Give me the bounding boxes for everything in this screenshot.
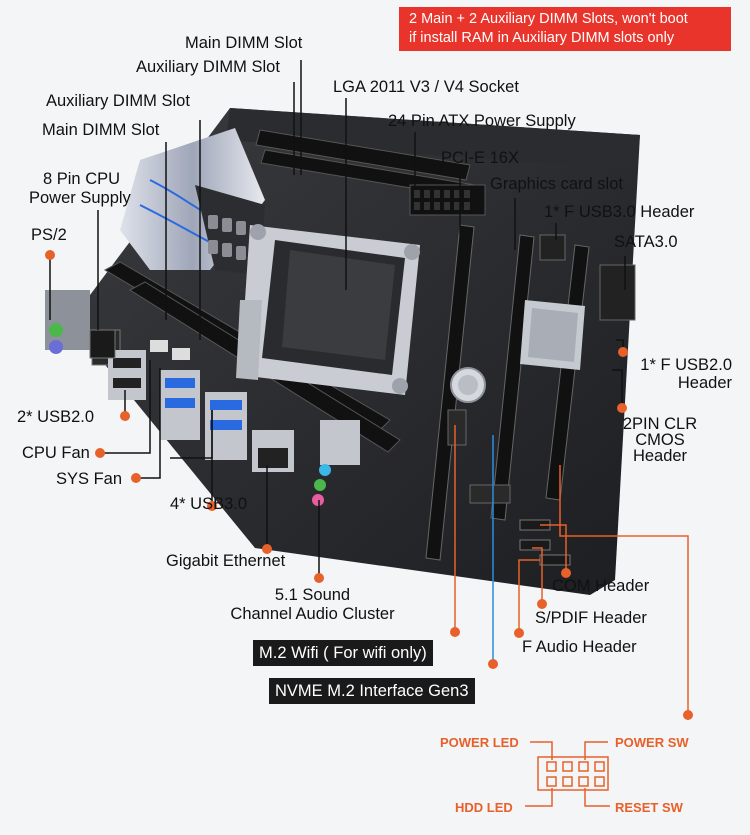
label-cpu-fan: CPU Fan — [22, 444, 90, 462]
sys-fan-header — [172, 348, 190, 360]
label-usb3: 4* USB3.0 — [170, 495, 248, 513]
m2-nvme-slot — [469, 484, 511, 504]
label-reset-sw: RESET SW — [615, 800, 683, 815]
cpu-power-connector — [89, 329, 116, 359]
orange-leader-lines — [454, 425, 689, 715]
front-panel-diagram — [525, 741, 610, 807]
label-power-led: POWER LED — [440, 735, 519, 750]
label-cpu-power-2: Power Supply — [29, 189, 131, 207]
cpu-socket — [236, 224, 420, 395]
label-ps2: PS/2 — [31, 226, 67, 244]
m2-wifi-slot — [447, 409, 467, 446]
leader-lines — [49, 60, 626, 578]
label-usb2: 2* USB2.0 — [17, 408, 95, 426]
sata-ports — [599, 264, 636, 321]
label-ethernet: Gigabit Ethernet — [166, 552, 286, 570]
cpu-fan-header — [150, 340, 168, 352]
label-f-audio-header: F Audio Header — [522, 638, 637, 656]
label-com-header: COM Header — [552, 577, 650, 595]
label-graphics-slot: Graphics card slot — [490, 175, 623, 193]
label-hdd-led: HDD LED — [455, 800, 513, 815]
label-aux-dimm-left: Auxiliary DIMM Slot — [46, 92, 190, 110]
label-clr-cmos-2: CMOS — [635, 431, 685, 449]
label-spdif-header: S/PDIF Header — [535, 609, 647, 627]
label-f-usb2-2: Header — [677, 374, 732, 392]
label-f-usb2-1: 1* F USB2.0 — [640, 356, 732, 374]
label-main-dimm-top: Main DIMM Slot — [185, 34, 303, 52]
atx-connector — [409, 184, 486, 216]
label-nvme: NVME M.2 Interface Gen3 — [269, 678, 475, 704]
label-atx: 24 Pin ATX Power Supply — [388, 112, 576, 130]
label-f-usb3: 1* F USB3.0 Header — [544, 203, 695, 221]
label-m2-wifi: M.2 Wifi ( For wifi only) — [253, 640, 433, 666]
chipset-heatsink — [520, 300, 585, 370]
label-main-dimm-left: Main DIMM Slot — [42, 121, 160, 139]
label-power-sw: POWER SW — [615, 735, 689, 750]
label-audio-2: Channel Audio Cluster — [230, 605, 395, 623]
label-sata: SATA3.0 — [614, 233, 678, 251]
label-clr-cmos-1: 2PIN CLR — [622, 415, 698, 433]
label-audio-1: 5.1 Sound — [274, 586, 351, 604]
label-pcie: PCI-E 16X — [441, 149, 519, 167]
notice-line-1: 2 Main + 2 Auxiliary DIMM Slots, won't b… — [409, 11, 688, 27]
notice-line-2: if install RAM in Auxiliary DIMM slots o… — [409, 30, 675, 46]
f-usb3-header — [539, 234, 566, 261]
label-cpu-power-1: 8 Pin CPU — [43, 170, 121, 188]
label-clr-cmos-3: Header — [632, 447, 688, 465]
notice-banner: 2 Main + 2 Auxiliary DIMM Slots, won't b… — [399, 7, 731, 51]
label-aux-dimm-top: Auxiliary DIMM Slot — [136, 58, 280, 76]
label-sys-fan: SYS Fan — [56, 470, 123, 488]
label-lga-socket: LGA 2011 V3 / V4 Socket — [333, 78, 519, 96]
